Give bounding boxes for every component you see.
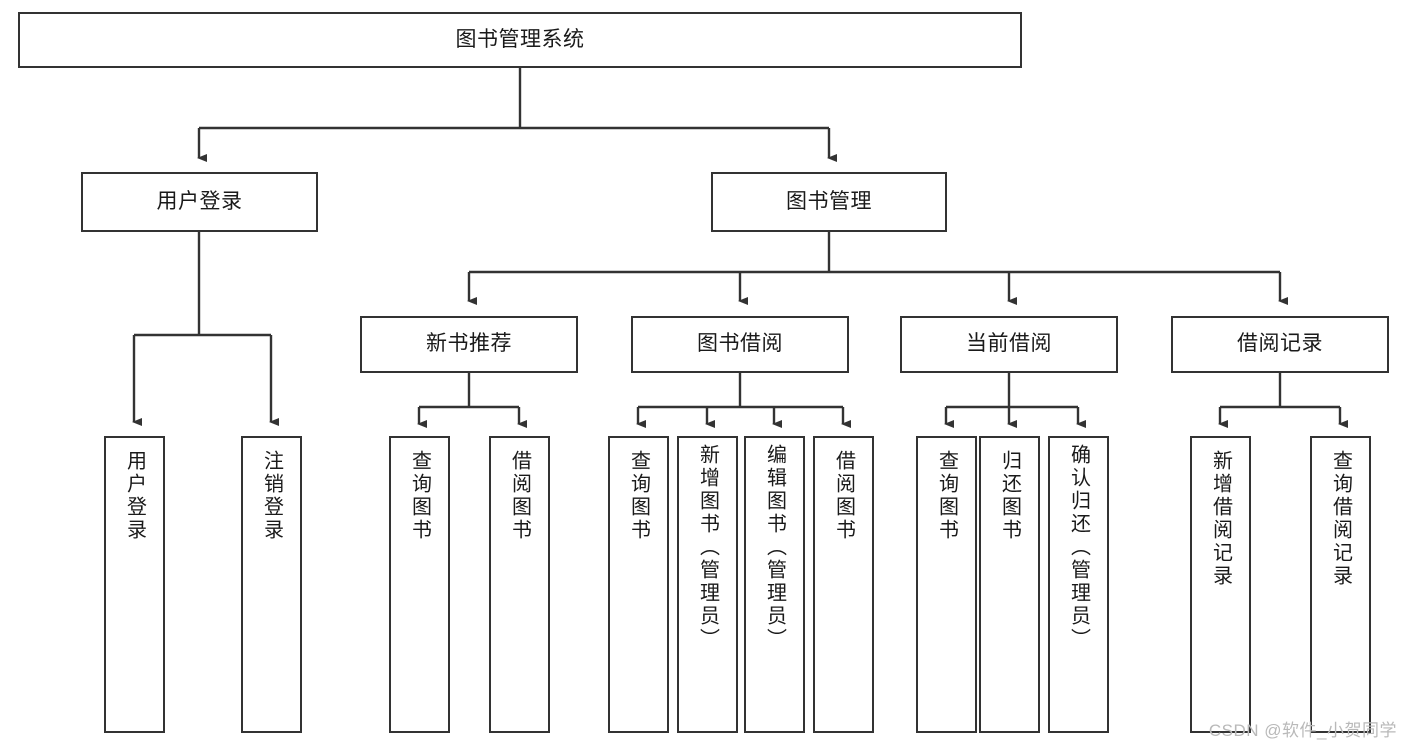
leaf-query-book-1-label: 查询图书: [408, 450, 431, 542]
node-book-management-label: 图书管理: [786, 189, 872, 213]
leaf-borrow-book-1-label: 借阅图书: [508, 450, 531, 542]
leaf-return-book-label: 归还图书: [998, 450, 1021, 542]
leaf-edit-book[interactable]: 编辑图书（管理员）: [744, 436, 805, 733]
node-user-login[interactable]: 用户登录: [81, 172, 318, 232]
leaf-logout-login-label: 注销登录: [260, 450, 283, 542]
leaf-add-book[interactable]: 新增图书（管理员）: [677, 436, 738, 733]
leaf-edit-book-label: 编辑图书（管理员）: [763, 444, 786, 651]
leaf-query-book-2-label: 查询图书: [627, 450, 650, 542]
node-book-borrow[interactable]: 图书借阅: [631, 316, 849, 373]
node-root[interactable]: 图书管理系统: [18, 12, 1022, 68]
leaf-user-login[interactable]: 用户登录: [104, 436, 165, 733]
node-current-borrow-label: 当前借阅: [966, 332, 1052, 356]
node-new-book-recommend[interactable]: 新书推荐: [360, 316, 578, 373]
node-borrow-record-label: 借阅记录: [1237, 332, 1323, 356]
csdn-watermark: CSDN @软件_小贺同学: [1208, 721, 1397, 740]
leaf-return-book[interactable]: 归还图书: [979, 436, 1040, 733]
leaf-add-book-label: 新增图书（管理员）: [696, 444, 719, 651]
node-new-book-recommend-label: 新书推荐: [426, 332, 512, 356]
node-borrow-record[interactable]: 借阅记录: [1171, 316, 1389, 373]
node-book-borrow-label: 图书借阅: [697, 332, 783, 356]
node-current-borrow[interactable]: 当前借阅: [900, 316, 1118, 373]
leaf-user-login-label: 用户登录: [123, 450, 146, 542]
leaf-logout-login[interactable]: 注销登录: [241, 436, 302, 733]
leaf-borrow-book-1[interactable]: 借阅图书: [489, 436, 550, 733]
node-user-login-label: 用户登录: [156, 189, 243, 213]
node-root-label: 图书管理系统: [455, 27, 585, 51]
leaf-add-record-label: 新增借阅记录: [1209, 450, 1232, 588]
leaf-query-book-2[interactable]: 查询图书: [608, 436, 669, 733]
node-book-management[interactable]: 图书管理: [711, 172, 947, 232]
leaf-borrow-book-2-label: 借阅图书: [832, 450, 855, 542]
leaf-query-record[interactable]: 查询借阅记录: [1310, 436, 1371, 733]
leaf-query-record-label: 查询借阅记录: [1329, 450, 1352, 588]
leaf-add-record[interactable]: 新增借阅记录: [1190, 436, 1251, 733]
leaf-borrow-book-2[interactable]: 借阅图书: [813, 436, 874, 733]
leaf-query-book-3[interactable]: 查询图书: [916, 436, 977, 733]
leaf-confirm-return-label: 确认归还（管理员）: [1067, 444, 1090, 651]
leaf-query-book-1[interactable]: 查询图书: [389, 436, 450, 733]
leaf-query-book-3-label: 查询图书: [935, 450, 958, 542]
leaf-confirm-return[interactable]: 确认归还（管理员）: [1048, 436, 1109, 733]
